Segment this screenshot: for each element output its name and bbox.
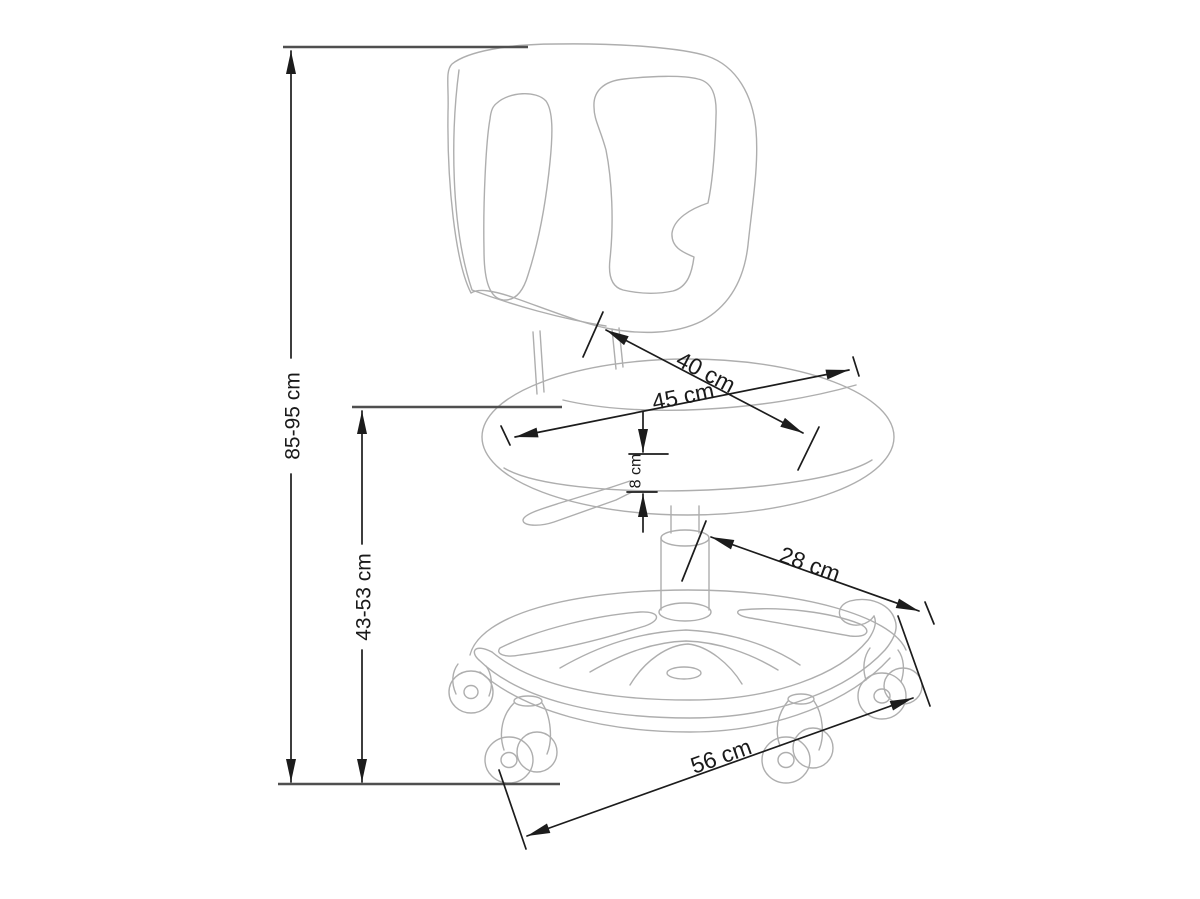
label-base-width: 56 cm bbox=[687, 733, 755, 779]
dimension-seat-width bbox=[500, 356, 860, 446]
dimension-line bbox=[526, 697, 914, 837]
column-cylinder bbox=[660, 537, 710, 611]
dimension-base-width bbox=[498, 697, 914, 850]
caster-fork bbox=[452, 663, 493, 697]
extension-tick bbox=[500, 425, 511, 446]
column-collar bbox=[658, 602, 712, 622]
extension-tick bbox=[681, 520, 707, 582]
backrest-right-panel bbox=[593, 75, 717, 294]
footrest-ring-right-curl bbox=[838, 598, 896, 626]
base-hub-hole bbox=[666, 666, 702, 680]
base-spoke-ridge-outer bbox=[559, 629, 801, 669]
extension-tick bbox=[924, 601, 935, 625]
caster-fork bbox=[863, 647, 905, 683]
extension-line bbox=[897, 615, 931, 707]
dimension-line bbox=[710, 536, 920, 612]
column-tube bbox=[670, 505, 700, 534]
label-seat-thickness: 8 cm bbox=[628, 454, 645, 489]
caster-rear-left bbox=[448, 663, 494, 714]
backrest-inner-edge bbox=[453, 69, 607, 327]
caster-wheel-hub bbox=[777, 751, 795, 769]
label-base-height: 28 cm bbox=[776, 541, 844, 587]
caster-wheel-back bbox=[516, 731, 558, 773]
dimension-base-height bbox=[681, 520, 935, 707]
seat-front-seam bbox=[503, 459, 873, 492]
chair-line-art bbox=[447, 43, 923, 784]
caster-wheel bbox=[448, 670, 494, 714]
reference-lines bbox=[278, 45, 562, 786]
dimension-seat-thickness bbox=[626, 411, 669, 533]
footrest-ring-inner bbox=[491, 615, 877, 701]
dimension-lines bbox=[286, 50, 935, 850]
gas-lift-lever bbox=[522, 480, 633, 526]
caster-wheel-hub bbox=[500, 751, 518, 769]
extension-tick bbox=[582, 311, 604, 358]
backrest-left-panel bbox=[483, 93, 553, 301]
caster-wheel bbox=[484, 736, 534, 784]
extension-tick bbox=[797, 426, 820, 471]
footrest-ring-wall bbox=[479, 657, 891, 733]
footrest-ring-left-cap bbox=[473, 647, 493, 661]
caster-fork bbox=[500, 702, 552, 755]
extension-line bbox=[498, 769, 527, 850]
label-overall-height: 85-95 cm bbox=[282, 372, 305, 460]
base-hub-mound bbox=[629, 643, 743, 686]
base-disc-back-edge bbox=[469, 589, 907, 656]
caster-swivel bbox=[787, 693, 815, 705]
extension-tick bbox=[852, 356, 860, 377]
caster-wheel-hub bbox=[463, 684, 479, 700]
base-spoke-leaf-right bbox=[737, 608, 868, 638]
base-spoke-ridge-inner bbox=[589, 640, 779, 673]
caster-wheel bbox=[857, 672, 907, 720]
dimension-line bbox=[514, 369, 850, 438]
backrest-outline bbox=[447, 43, 758, 334]
caster-swivel bbox=[513, 695, 543, 707]
base-spoke-leaf-left bbox=[498, 611, 658, 657]
label-seat-height: 43-53 cm bbox=[353, 553, 376, 641]
